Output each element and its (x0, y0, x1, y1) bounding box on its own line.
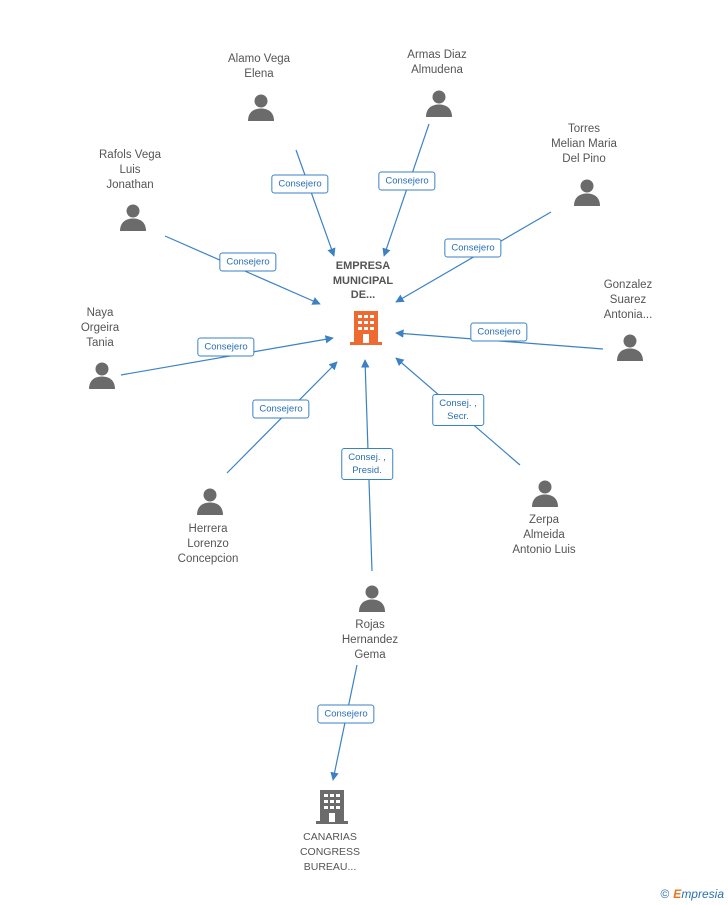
edge-label[interactable]: Consejero (378, 171, 436, 191)
empresia-watermark: ©Empresia (660, 887, 724, 901)
copyright-icon: © (660, 887, 670, 901)
center-building-icon[interactable] (349, 310, 383, 346)
edge-label[interactable]: Consejero (470, 322, 528, 342)
edge-label[interactable]: Consejero (271, 174, 329, 194)
company-label[interactable]: CANARIAS CONGRESS BUREAU... (299, 831, 361, 873)
company-building-icon[interactable] (315, 789, 349, 825)
person-label-herrera[interactable]: Herrera Lorenzo Concepcion (177, 523, 239, 565)
edge-label[interactable]: Consejero (444, 238, 502, 258)
person-icon[interactable] (573, 178, 601, 206)
person-icon[interactable] (196, 487, 224, 515)
person-icon[interactable] (358, 584, 386, 612)
person-label-rojas[interactable]: Rojas Hernandez Gema (341, 619, 399, 661)
person-label-torres[interactable]: Torres Melian Maria Del Pino (551, 123, 617, 165)
person-icon[interactable] (247, 93, 275, 121)
center-company-label[interactable]: EMPRESA MUNICIPAL DE... (332, 260, 394, 301)
edge-line (120, 335, 334, 376)
edge-label[interactable]: Consej. , Secr. (432, 394, 484, 426)
person-icon[interactable] (119, 203, 147, 231)
person-label-gonzalez[interactable]: Gonzalez Suarez Antonia... (603, 279, 653, 321)
brand-rest: mpresia (681, 887, 724, 901)
person-label-rafols[interactable]: Rafols Vega Luis Jonathan (98, 149, 162, 191)
edge-label[interactable]: Consejero (197, 337, 255, 357)
person-label-alamo[interactable]: Alamo Vega Elena (227, 53, 291, 80)
person-icon[interactable] (425, 89, 453, 117)
edge-label[interactable]: Consej. , Presid. (341, 448, 393, 480)
person-icon[interactable] (616, 333, 644, 361)
edge-label[interactable]: Consejero (219, 252, 277, 272)
person-label-zerpa[interactable]: Zerpa Almeida Antonio Luis (512, 514, 576, 556)
person-label-naya[interactable]: Naya Orgeira Tania (80, 307, 120, 349)
edge-label[interactable]: Consejero (252, 399, 310, 419)
person-icon[interactable] (88, 361, 116, 389)
brand-initial: E (673, 887, 682, 901)
edge-line (295, 149, 336, 257)
edge-label[interactable]: Consejero (317, 704, 375, 724)
person-label-armas[interactable]: Armas Diaz Almudena (407, 49, 467, 76)
person-icon[interactable] (531, 479, 559, 507)
